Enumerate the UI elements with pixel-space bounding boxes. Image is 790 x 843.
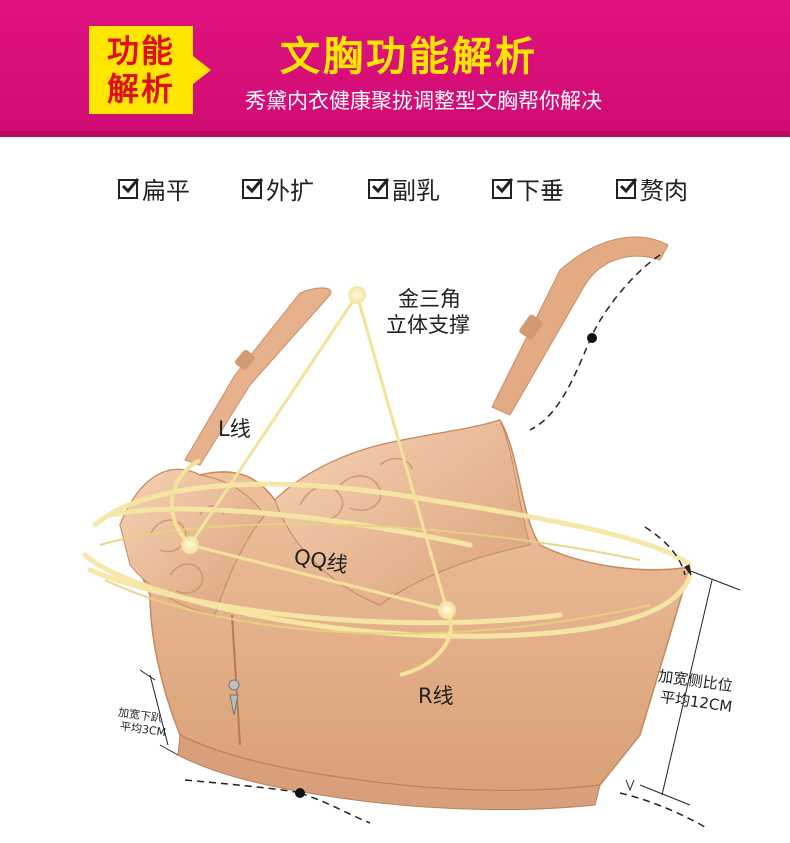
feature-item: 下垂 bbox=[492, 170, 564, 206]
zipper-pendant-icon bbox=[228, 679, 240, 691]
feature-item: 扁平 bbox=[118, 170, 190, 206]
triangle-label-line1: 金三角 bbox=[398, 287, 461, 311]
checkbox-icon bbox=[368, 178, 389, 199]
product-illustration: 金三角 立体支撑 L线 QQ线 R线 加宽侧比位 平均12CM 加宽下趴 平均3… bbox=[0, 215, 790, 839]
r-line-label: R线 bbox=[418, 684, 454, 708]
header-banner: 功能 解析 文胸功能解析 秀黛内衣健康聚拢调整型文胸帮你解决 bbox=[0, 0, 790, 137]
feature-item: 赘肉 bbox=[616, 170, 688, 206]
guide-dot-icon bbox=[587, 333, 597, 343]
checkbox-icon bbox=[118, 178, 139, 199]
feature-item: 副乳 bbox=[368, 170, 440, 206]
feature-label: 赘肉 bbox=[640, 176, 688, 205]
feature-item: 外扩 bbox=[242, 170, 314, 206]
badge-line-1: 功能 bbox=[106, 32, 175, 70]
feature-label: 副乳 bbox=[392, 176, 440, 205]
swirl-lines bbox=[82, 481, 693, 639]
checkbox-icon bbox=[616, 178, 637, 199]
right-strap bbox=[491, 236, 669, 416]
badge-arrow-icon bbox=[193, 56, 211, 84]
feature-label: 外扩 bbox=[266, 176, 314, 205]
bottom-band bbox=[177, 734, 601, 811]
triangle-right-dot-icon bbox=[438, 601, 456, 619]
l-line-label: L线 bbox=[218, 417, 251, 441]
checkbox-icon bbox=[492, 178, 513, 199]
side-measure-bracket bbox=[625, 564, 741, 806]
support-triangle bbox=[170, 294, 453, 677]
bottom-measure-bracket bbox=[139, 669, 179, 756]
feature-checklist: 扁平 外扩 副乳 下垂 赘肉 bbox=[118, 170, 718, 206]
bra-illustration bbox=[82, 236, 741, 828]
triangle-label-line2: 立体支撑 bbox=[386, 313, 470, 337]
triangle-top-dot-icon bbox=[348, 286, 366, 304]
badge-line-2: 解析 bbox=[106, 70, 175, 108]
left-strap bbox=[184, 287, 332, 466]
feature-label: 扁平 bbox=[142, 176, 190, 205]
checkbox-icon bbox=[242, 178, 263, 199]
function-badge: 功能 解析 bbox=[89, 26, 193, 114]
guide-dot-icon bbox=[295, 788, 305, 798]
page-title: 文胸功能解析 bbox=[280, 34, 538, 80]
page-subtitle: 秀黛内衣健康聚拢调整型文胸帮你解决 bbox=[245, 89, 602, 113]
feature-label: 下垂 bbox=[516, 176, 564, 205]
triangle-left-dot-icon bbox=[181, 536, 199, 554]
right-cup bbox=[274, 419, 531, 606]
